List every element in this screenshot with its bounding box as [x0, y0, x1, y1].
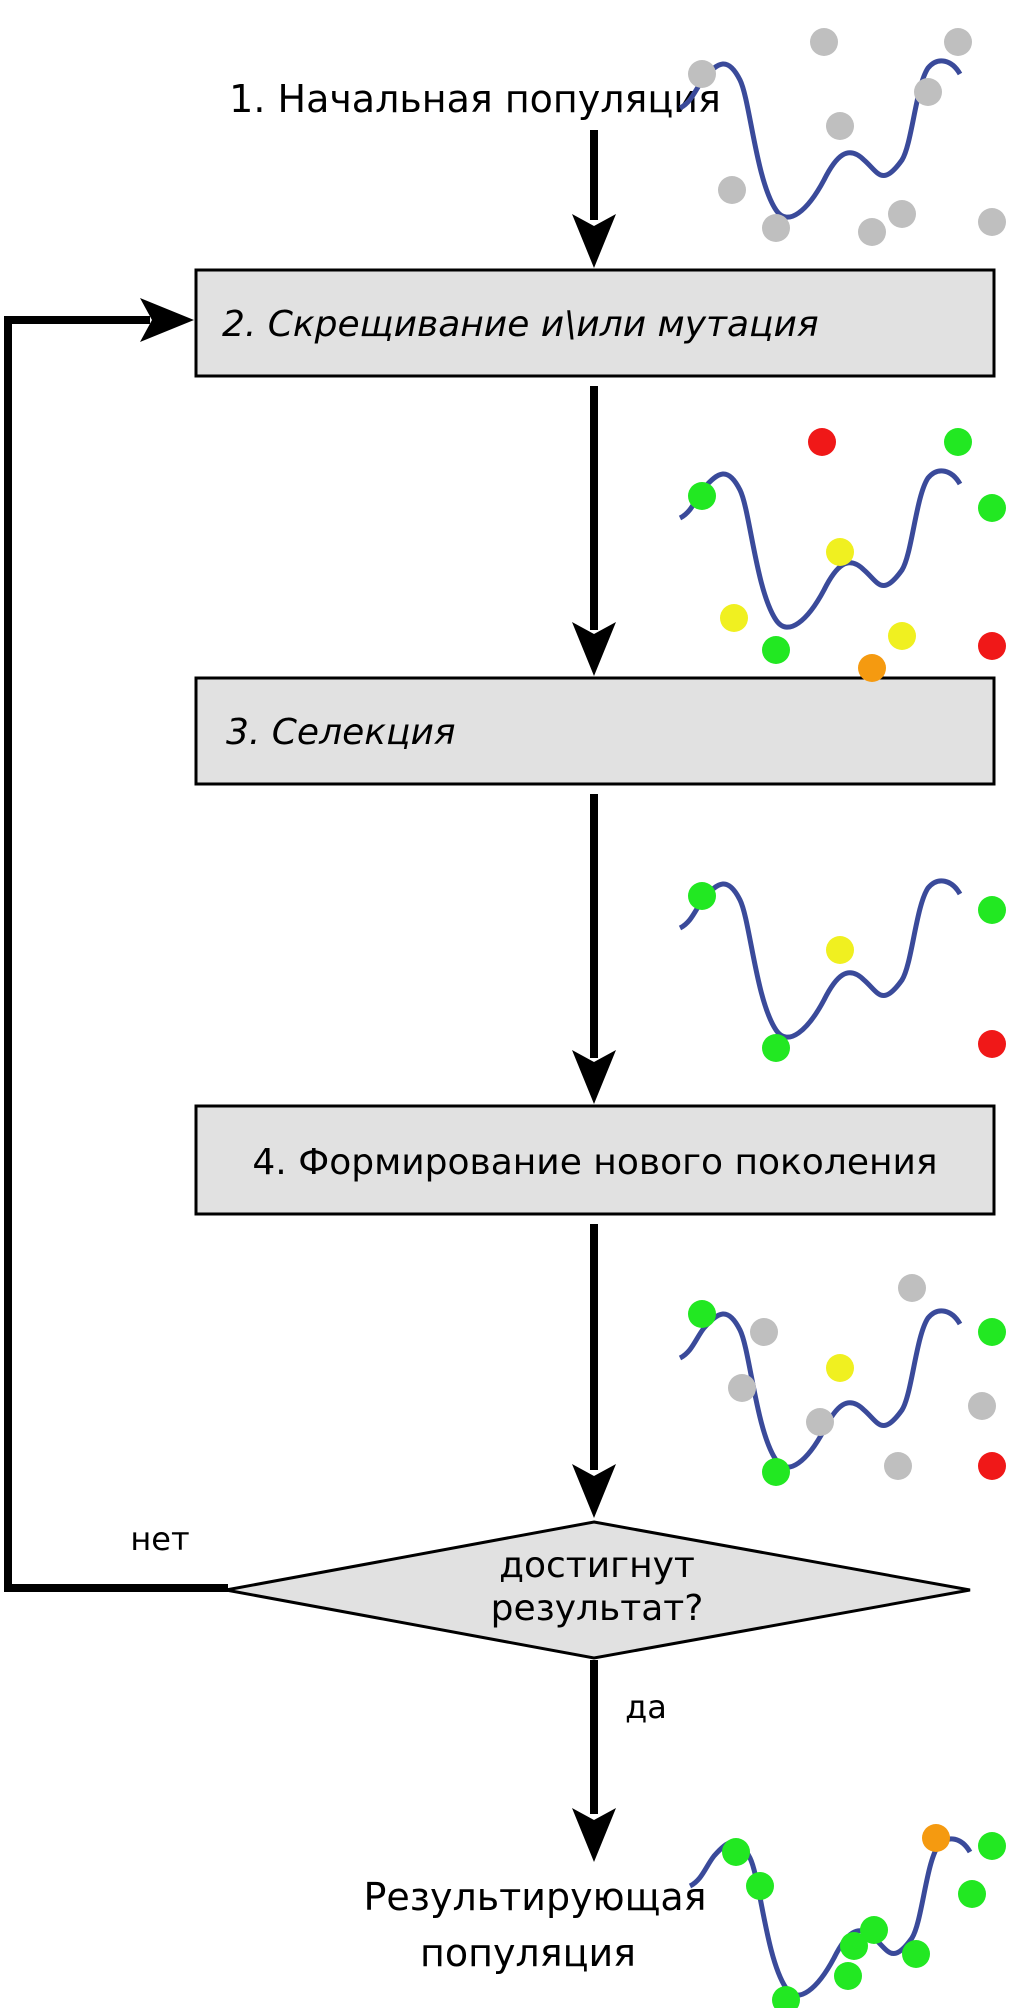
individual-dot-grey: [810, 28, 838, 56]
individual-dot-grey: [858, 218, 886, 246]
individual-dot-green: [978, 1832, 1006, 1860]
individual-dot-green: [688, 1300, 716, 1328]
individual-dot-green: [978, 1318, 1006, 1346]
individual-dot-red: [978, 632, 1006, 660]
individual-dot-green: [958, 1880, 986, 1908]
individual-dot-grey: [944, 28, 972, 56]
individual-dot-green: [762, 636, 790, 664]
individual-dot-grey: [888, 200, 916, 228]
individual-dot-green: [722, 1838, 750, 1866]
individual-dot-grey: [968, 1392, 996, 1420]
arrow-selection-to-new-generation: [572, 794, 616, 1104]
individual-dot-yellow: [826, 1354, 854, 1382]
individual-dot-grey: [728, 1374, 756, 1402]
individual-dot-orange: [922, 1824, 950, 1852]
decision-no-label: нет: [130, 1520, 189, 1558]
individual-dot-grey: [750, 1318, 778, 1346]
individual-dot-green: [746, 1872, 774, 1900]
step-crossover-mutation-box: 2. Скрещивание и\или мутация: [194, 268, 996, 378]
population-panel-result: [688, 1824, 1006, 2008]
individual-dot-green: [860, 1916, 888, 1944]
start-label: 1. Начальная популяция: [229, 77, 721, 121]
individual-dot-red: [978, 1452, 1006, 1480]
arrow-loop-back-no: [4, 298, 228, 1592]
arrow-decision-yes: [572, 1660, 616, 1862]
individual-dot-green: [688, 882, 716, 910]
fitness-curve: [678, 878, 963, 1040]
individual-dot-green: [902, 1940, 930, 1968]
individual-dot-grey: [884, 1452, 912, 1480]
individual-dot-grey: [914, 78, 942, 106]
arrow-start-to-crossover: [572, 130, 616, 268]
step-new-generation-box: 4. Формирование нового поколения: [194, 1104, 996, 1216]
individual-dot-grey: [806, 1408, 834, 1436]
individual-dot-green: [762, 1034, 790, 1062]
individual-dot-green: [688, 482, 716, 510]
individual-dot-grey: [718, 176, 746, 204]
decision-diamond: достигнут результат?: [225, 1520, 971, 1660]
decision-yes-label: да: [625, 1688, 667, 1726]
individual-dot-green: [840, 1932, 868, 1960]
end-label-line1: Результирующая: [363, 1875, 706, 1919]
arrow-new-generation-to-decision: [572, 1224, 616, 1518]
individual-dot-green: [772, 1986, 800, 2008]
individual-dot-red: [808, 428, 836, 456]
step-crossover-mutation-label: 2. Скрещивание и\или мутация: [222, 304, 819, 345]
population-panel-new-generation: [678, 1274, 1006, 1486]
individual-dot-grey: [898, 1274, 926, 1302]
decision-line1: достигнут: [499, 1545, 695, 1586]
individual-dot-grey: [688, 60, 716, 88]
individual-dot-grey: [978, 208, 1006, 236]
population-panel-initial: [678, 28, 1006, 246]
step-new-generation-label: 4. Формирование нового поколения: [252, 1142, 937, 1183]
population-panel-selection: [678, 878, 1006, 1062]
step-selection-label: 3. Селекция: [226, 712, 456, 753]
individual-dot-yellow: [826, 936, 854, 964]
individual-dot-grey: [826, 112, 854, 140]
fitness-curve: [678, 1308, 963, 1470]
individual-dot-yellow: [888, 622, 916, 650]
individual-dot-yellow: [720, 604, 748, 632]
step-selection-box: 3. Селекция: [194, 676, 996, 786]
individual-dot-green: [978, 494, 1006, 522]
individual-dot-green: [834, 1962, 862, 1990]
arrow-crossover-to-selection: [572, 386, 616, 676]
fitness-curve: [678, 468, 963, 630]
individual-dot-green: [978, 896, 1006, 924]
end-label-line2: популяция: [420, 1931, 636, 1975]
population-panel-crossover: [678, 428, 1006, 682]
decision-line2: результат?: [491, 1588, 704, 1629]
fitness-curve: [678, 58, 963, 220]
individual-dot-grey: [762, 214, 790, 242]
individual-dot-orange: [858, 654, 886, 682]
individual-dot-red: [978, 1030, 1006, 1058]
individual-dot-green: [762, 1458, 790, 1486]
individual-dot-green: [944, 428, 972, 456]
individual-dot-yellow: [826, 538, 854, 566]
